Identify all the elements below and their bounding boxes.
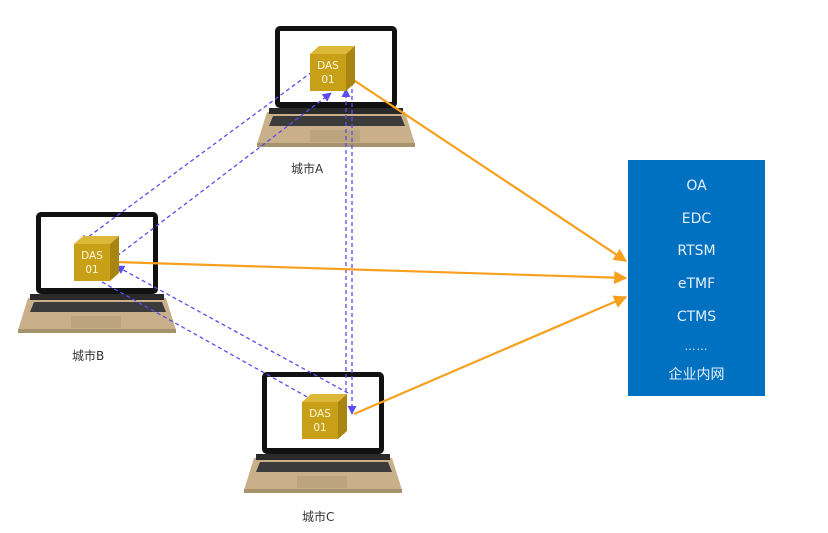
laptop-city-b <box>18 212 176 333</box>
laptop-icon <box>244 372 402 493</box>
city-label-a: 城市A <box>291 162 324 176</box>
city-label-c: 城市C <box>302 510 335 524</box>
intranet-systems-box: OA EDC RTSM eTMF CTMS …… 企业内网 <box>628 160 765 396</box>
system-item-oa: OA <box>686 178 707 194</box>
system-item-edc: EDC <box>681 210 712 227</box>
link-b-to-intranet <box>115 260 628 285</box>
laptop-city-c <box>244 372 402 493</box>
system-item-ctms: CTMS <box>676 308 717 325</box>
laptop-icon <box>257 26 415 147</box>
system-item-etmf: eTMF <box>677 276 716 293</box>
intranet-label: 企业内网 <box>668 367 725 384</box>
laptop-city-a <box>257 26 415 147</box>
system-item-rtsm: RTSM <box>677 243 716 260</box>
laptop-icon <box>18 212 176 333</box>
city-label-b: 城市B <box>72 349 105 363</box>
system-item-ellipsis: …… <box>684 339 709 353</box>
